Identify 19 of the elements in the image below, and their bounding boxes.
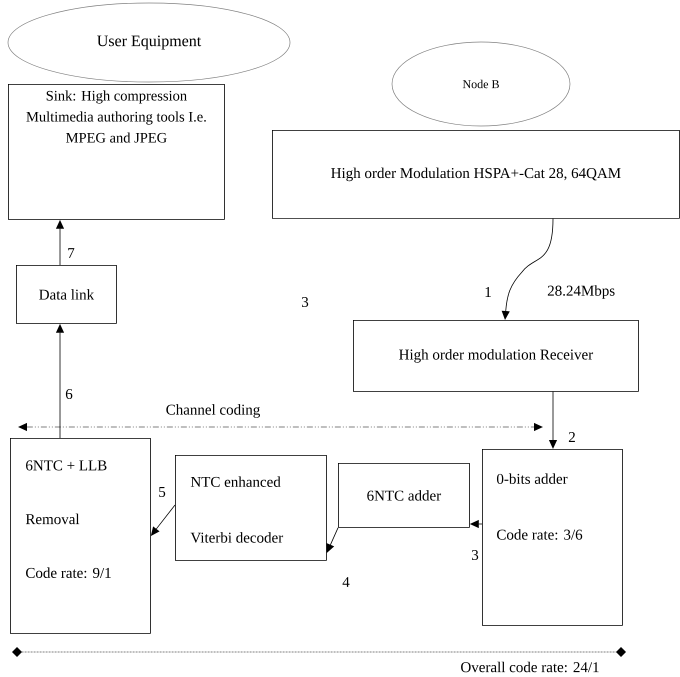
step-number: 2: [568, 432, 575, 442]
process-box: 6NTC + LLB Removal Code rate: 9/1: [10, 438, 151, 634]
process-box: Sink: High compression Multimedia authoring tools I.e. MPEG and JPEG: [8, 84, 225, 220]
step-number: 5: [159, 487, 166, 497]
step-number: 1: [486, 287, 491, 297]
step-number: 6: [66, 388, 72, 400]
span-label: Overall code rate: 24/1: [461, 662, 599, 672]
process-box: High order modulation Receiver: [353, 320, 639, 392]
step-number: 3: [302, 296, 308, 308]
step-number: 3: [472, 550, 478, 560]
value-label: 28.24Mbps: [548, 285, 615, 299]
step-number: 7: [68, 248, 74, 258]
process-box: 0-bits adder Code rate: 3/6: [482, 449, 623, 626]
process-box: 6NTC adder: [338, 463, 470, 528]
process-box: Data link: [16, 265, 117, 324]
step-number: 4: [342, 577, 350, 587]
process-box: NTC enhanced Viterbi decoder: [175, 455, 327, 561]
span-label: Channel coding: [166, 404, 260, 418]
process-box: High order Modulation HSPA+-Cat 28, 64QAM: [272, 130, 680, 219]
